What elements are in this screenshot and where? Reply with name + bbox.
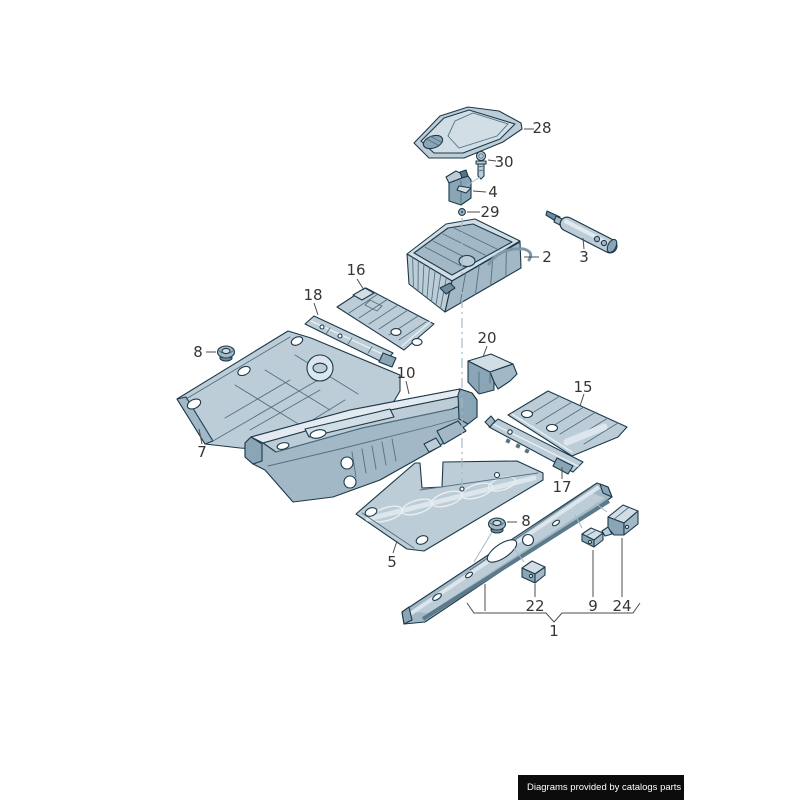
- part-17-rail[interactable]: [484, 415, 584, 475]
- part-label-24[interactable]: 24: [612, 597, 631, 615]
- part-label-2[interactable]: 2: [542, 248, 552, 266]
- part-label-9[interactable]: 9: [588, 597, 598, 615]
- part-30-screw[interactable]: [475, 150, 487, 180]
- part-label-1[interactable]: 1: [549, 622, 559, 640]
- part-2-tool-box[interactable]: [406, 218, 533, 313]
- alignment-lines: [465, 176, 608, 563]
- part-label-16[interactable]: 16: [346, 261, 365, 279]
- part-label-28[interactable]: 28: [532, 119, 551, 137]
- part-8-clip-right[interactable]: [487, 517, 507, 534]
- part-label-7[interactable]: 7: [197, 443, 207, 461]
- part-label-29[interactable]: 29: [480, 203, 499, 221]
- part-label-8-left[interactable]: 8: [193, 343, 203, 361]
- part-label-30[interactable]: 30: [494, 153, 513, 171]
- part-labels: 28 30 4 29 2 3 16 18 8 7 10 20 15 17 8 5…: [193, 119, 631, 640]
- part-29-nut[interactable]: [458, 208, 466, 216]
- part-15-trim-panel[interactable]: [507, 390, 628, 457]
- leader-lines: [198, 128, 641, 623]
- part-3-tool[interactable]: [545, 210, 619, 254]
- watermark-text: Diagrams provided by catalogs parts: [527, 782, 682, 793]
- part-label-17[interactable]: 17: [552, 478, 571, 496]
- part-1-sill-member[interactable]: [401, 482, 613, 625]
- part-8-clip-left[interactable]: [216, 345, 236, 362]
- part-label-8-right[interactable]: 8: [521, 512, 531, 530]
- watermark-badge: Diagrams provided by catalogs parts: [518, 775, 684, 800]
- part-18-rail[interactable]: [304, 315, 397, 368]
- part-4-bracket[interactable]: [445, 169, 472, 206]
- part-22-bracket[interactable]: [521, 560, 546, 584]
- part-label-18[interactable]: 18: [303, 286, 322, 304]
- part-28-cover[interactable]: [413, 106, 523, 159]
- part-24-bracket[interactable]: [601, 504, 639, 537]
- part-5-floor-panel[interactable]: [355, 460, 544, 552]
- part-9-bracket[interactable]: [581, 527, 604, 548]
- part-label-5[interactable]: 5: [387, 553, 397, 571]
- part-label-15[interactable]: 15: [573, 378, 592, 396]
- part-label-20[interactable]: 20: [477, 329, 496, 347]
- part-16-trim-panel[interactable]: [336, 287, 435, 351]
- part-20-bracket[interactable]: [467, 353, 518, 395]
- part-label-3[interactable]: 3: [579, 248, 589, 266]
- part-label-10[interactable]: 10: [396, 364, 415, 382]
- part-label-4[interactable]: 4: [488, 183, 498, 201]
- part-10-side-member[interactable]: [244, 388, 478, 503]
- part-label-22[interactable]: 22: [525, 597, 544, 615]
